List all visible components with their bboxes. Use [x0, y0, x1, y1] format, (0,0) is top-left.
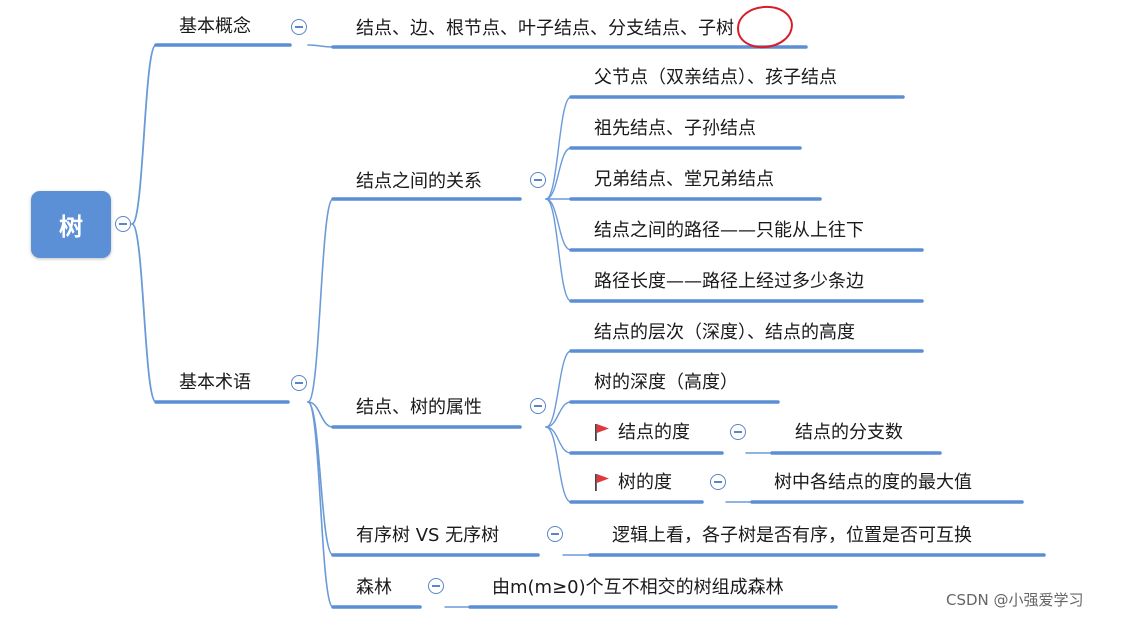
connector-line — [545, 401, 572, 428]
connector-line — [307, 44, 334, 48]
watermark: CSDN @小强爱学习 — [946, 591, 1084, 609]
collapse-icon[interactable] — [530, 398, 546, 414]
collapse-icon[interactable] — [115, 216, 131, 232]
attribute-tree-depth[interactable]: 树的深度（高度） — [594, 372, 738, 393]
connector-line — [545, 96, 572, 200]
flag-icon — [595, 424, 609, 441]
flag-icon — [595, 474, 609, 491]
attribute-level-height[interactable]: 结点的层次（深度）、结点的高度 — [594, 322, 855, 343]
connector-line — [545, 198, 572, 302]
connector-line — [131, 223, 157, 403]
collapse-icon[interactable] — [710, 474, 726, 490]
node-basic-concepts[interactable]: 基本概念 — [179, 16, 251, 37]
attribute-node-degree[interactable]: 结点的度 — [618, 422, 690, 443]
connector-line — [307, 401, 334, 608]
connector-line — [545, 426, 572, 503]
connector-line — [307, 401, 334, 556]
connector-line — [545, 350, 572, 428]
forest-detail[interactable]: 由m(m≥0)个互不相交的树组成森林 — [492, 577, 784, 598]
node-basic-terms[interactable]: 基本术语 — [179, 372, 251, 393]
node-relations[interactable]: 结点之间的关系 — [356, 171, 482, 192]
connector-line — [307, 198, 334, 403]
relation-item[interactable]: 祖先结点、子孙结点 — [594, 118, 756, 139]
connector-line — [307, 401, 334, 428]
connector-line — [131, 44, 157, 225]
node-basic-concepts-detail[interactable]: 结点、边、根节点、叶子结点、分支结点、子树 — [356, 18, 734, 40]
relation-item[interactable]: 父节点（双亲结点）、孩子结点 — [594, 67, 837, 88]
collapse-icon[interactable] — [291, 375, 307, 391]
node-ordered-vs-unordered[interactable]: 有序树 VS 无序树 — [356, 525, 500, 546]
root-node[interactable]: 树 — [31, 191, 111, 258]
detail-text: 结点、边、根节点、叶子结点、分支结点、 — [356, 18, 698, 39]
connector-line — [545, 198, 572, 251]
root-label: 树 — [59, 213, 83, 241]
collapse-icon[interactable] — [530, 172, 546, 188]
detail-highlighted-text: 子树 — [698, 18, 734, 39]
ordered-detail[interactable]: 逻辑上看，各子树是否有序，位置是否可互换 — [612, 525, 972, 546]
node-degree-detail[interactable]: 结点的分支数 — [795, 422, 903, 443]
node-forest[interactable]: 森林 — [356, 577, 392, 598]
collapse-icon[interactable] — [547, 526, 563, 542]
collapse-icon[interactable] — [730, 424, 746, 440]
relation-item[interactable]: 结点之间的路径——只能从上往下 — [594, 220, 864, 241]
connector-line — [545, 147, 572, 200]
attribute-tree-degree[interactable]: 树的度 — [618, 472, 672, 493]
tree-degree-detail[interactable]: 树中各结点的度的最大值 — [774, 472, 972, 493]
collapse-icon[interactable] — [291, 19, 307, 35]
relation-item[interactable]: 兄弟结点、堂兄弟结点 — [594, 169, 774, 190]
relation-item[interactable]: 路径长度——路径上经过多少条边 — [594, 271, 864, 292]
collapse-icon[interactable] — [428, 578, 444, 594]
node-attributes[interactable]: 结点、树的属性 — [356, 397, 482, 418]
